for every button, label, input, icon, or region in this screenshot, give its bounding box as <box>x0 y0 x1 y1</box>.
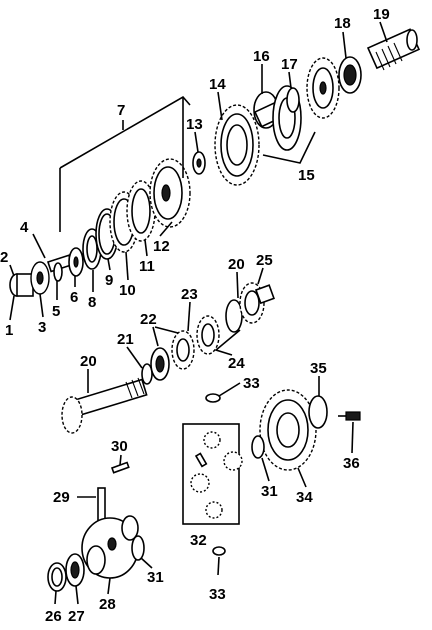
callout-14: 14 <box>209 76 226 93</box>
callout-11: 11 <box>139 258 155 275</box>
middle-shaft-assembly <box>61 282 275 434</box>
callout-22: 22 <box>140 311 157 328</box>
part-21-ring <box>141 363 153 385</box>
leader-lines <box>9 21 388 605</box>
upper-shaft-assembly <box>9 28 421 297</box>
callout-19: 19 <box>373 6 390 23</box>
part-32-pinion <box>223 451 243 471</box>
part-30-pin <box>110 461 130 474</box>
callout-6: 6 <box>70 289 78 306</box>
callout-10: 10 <box>119 282 136 299</box>
part-31-washer <box>131 535 145 561</box>
part-35-bearing <box>308 395 328 429</box>
callout-23: 23 <box>181 286 198 303</box>
part-20-ring <box>225 299 243 333</box>
callout-32: 32 <box>190 532 207 549</box>
callout-31-upper: 31 <box>261 483 278 500</box>
callout-9: 9 <box>105 272 113 289</box>
callout-30: 30 <box>111 438 128 455</box>
part-20-pinion <box>61 396 83 434</box>
callout-21: 21 <box>117 331 134 348</box>
callout-13: 13 <box>186 116 203 133</box>
callout-27: 27 <box>68 608 85 625</box>
callout-4: 4 <box>20 219 29 236</box>
callout-33-lower: 33 <box>209 586 226 603</box>
callout-31-lower: 31 <box>147 569 164 586</box>
callout-5: 5 <box>52 303 60 320</box>
callout-12: 12 <box>153 238 170 255</box>
callout-20-lower: 20 <box>80 353 97 370</box>
callout-7: 7 <box>117 102 125 119</box>
lower-case-assembly <box>47 461 145 592</box>
part-33-washer-lower <box>212 546 226 556</box>
callout-20-upper: 20 <box>228 256 245 273</box>
callout-25: 25 <box>256 252 273 269</box>
part-33-washer <box>205 393 221 403</box>
callout-28: 28 <box>99 596 116 613</box>
part-20-shaft <box>74 378 148 417</box>
callout-24: 24 <box>228 355 245 372</box>
differential-assembly <box>182 389 361 556</box>
callout-2: 2 <box>0 249 8 266</box>
callout-29: 29 <box>53 489 70 506</box>
callout-17: 17 <box>281 56 298 73</box>
callout-36: 36 <box>343 455 360 472</box>
callout-16: 16 <box>253 48 270 65</box>
callout-18: 18 <box>334 15 351 32</box>
part-36-bolt <box>345 411 361 421</box>
callout-15: 15 <box>298 167 315 184</box>
part-31-ring <box>251 435 265 459</box>
callout-35: 35 <box>310 360 327 377</box>
callout-26: 26 <box>45 608 62 625</box>
part-5-ring <box>53 262 63 282</box>
callout-3: 3 <box>38 319 46 336</box>
callout-labels: 1 2 3 4 5 6 7 8 9 10 11 12 13 14 15 16 1… <box>0 6 390 625</box>
callout-34: 34 <box>296 489 313 506</box>
callout-33-upper: 33 <box>243 375 260 392</box>
part-17-plate <box>286 87 300 113</box>
callout-8: 8 <box>88 294 96 311</box>
callout-1: 1 <box>5 322 13 339</box>
part-32-side-gear <box>203 431 221 449</box>
